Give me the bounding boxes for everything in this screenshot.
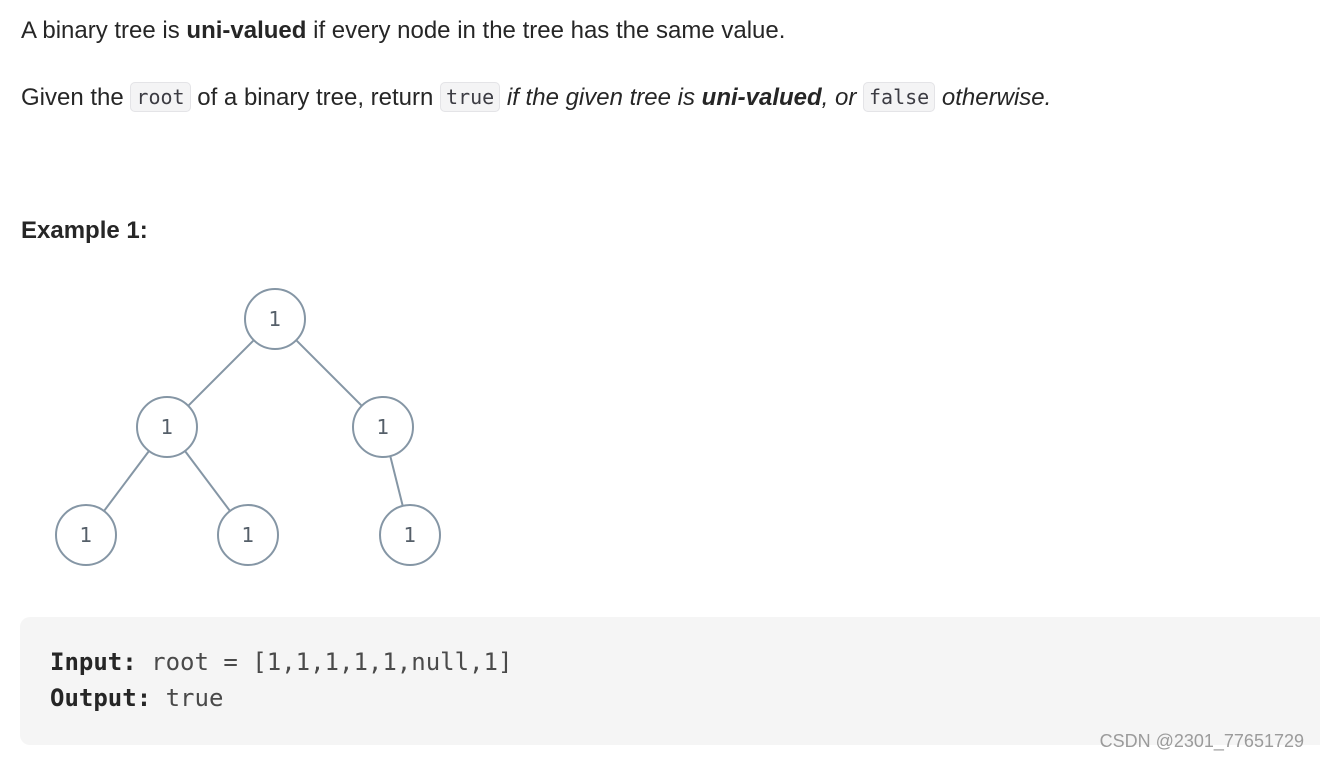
tree-nodes: 1 1 1 1 1 1 [55, 288, 441, 566]
inline-code-false: false [863, 82, 936, 112]
tree-node-value: 1 [161, 415, 174, 439]
csdn-watermark: CSDN @2301_77651729 [1099, 731, 1304, 751]
tree-edge-left-to-left-right [184, 450, 231, 512]
statement-italic-text: if the given tree is uni-valued, or [500, 84, 863, 111]
statement-text: A binary tree is [21, 17, 187, 44]
output-label: Output: [50, 684, 152, 712]
tree-node-root: 1 [244, 288, 306, 350]
statement-text: if the given tree is [500, 84, 702, 111]
problem-statement-line-2: Given the root of a binary tree, return … [21, 82, 1051, 114]
statement-text: , or [821, 84, 864, 111]
tree-node-left-left: 1 [55, 504, 117, 566]
tree-node-left: 1 [136, 396, 198, 458]
statement-text: of a binary tree, return [190, 84, 441, 111]
statement-bold-term: uni-valued [701, 84, 822, 111]
output-value: true [165, 684, 224, 712]
tree-edge-right-to-right-right [389, 455, 404, 507]
tree-node-value: 1 [404, 523, 417, 547]
tree-node-left-right: 1 [217, 504, 279, 566]
input-label: Input: [50, 648, 137, 676]
statement-text: if every node in the tree has the same v… [306, 17, 786, 44]
tree-node-right: 1 [352, 396, 414, 458]
inline-code-root: root [130, 82, 191, 112]
tree-edge-root-to-right [295, 339, 363, 407]
tree-node-circle [55, 504, 117, 566]
tree-edge-left-to-left-left [103, 450, 150, 512]
input-value: root = [1,1,1,1,1,null,1] [151, 648, 513, 676]
inline-code-true: true [440, 82, 501, 112]
tree-node-right-right: 1 [379, 504, 441, 566]
tree-node-value: 1 [242, 523, 255, 547]
tree-node-circle [352, 396, 414, 458]
problem-statement-line-1: A binary tree is uni-valued if every nod… [21, 15, 785, 47]
tree-edge-root-to-left [187, 339, 255, 407]
example-code-block: Input: root = [1,1,1,1,1,null,1] Output:… [20, 617, 1320, 745]
tree-edges [103, 339, 404, 512]
statement-text: otherwise. [935, 84, 1052, 111]
example-heading: Example 1: [21, 217, 148, 244]
tree-node-circle [379, 504, 441, 566]
tree-node-value: 1 [80, 523, 93, 547]
tree-node-value: 1 [269, 307, 282, 331]
tree-node-circle [217, 504, 279, 566]
example-input-line: Input: root = [1,1,1,1,1,null,1] [50, 646, 512, 678]
statement-text: Given the [21, 84, 131, 111]
tree-node-value: 1 [377, 415, 390, 439]
tree-node-circle [136, 396, 198, 458]
tree-node-circle [244, 288, 306, 350]
statement-bold-term: uni-valued [186, 17, 307, 44]
binary-tree-diagram: 1 1 1 1 1 1 [55, 288, 441, 566]
example-output-line: Output: true [50, 682, 223, 714]
